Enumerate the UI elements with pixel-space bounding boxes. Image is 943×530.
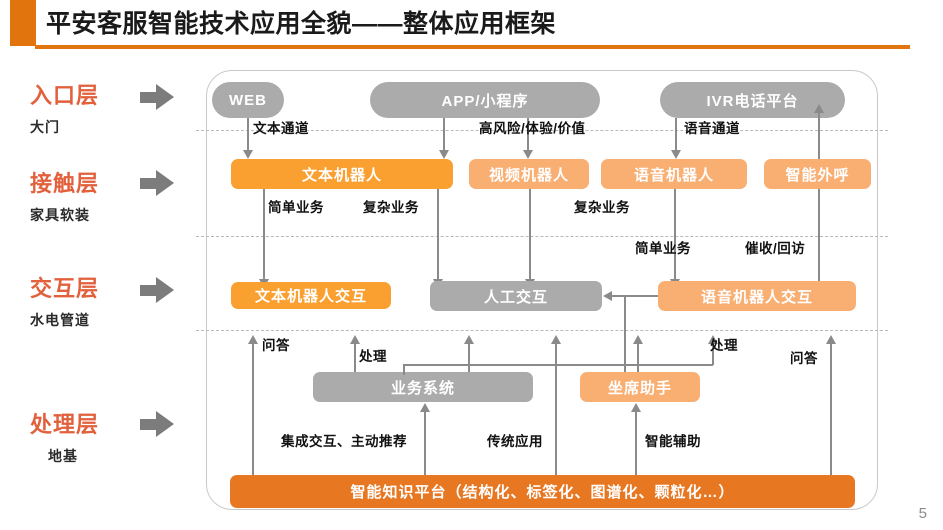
edge-business-voiceinteraction-v	[712, 344, 714, 365]
edge-app-textrobot	[443, 118, 445, 153]
edge-voiceinteraction-human-arrow	[603, 291, 612, 301]
page-number: 5	[918, 505, 927, 522]
edge-voicerobot-voiceinteraction	[674, 189, 676, 282]
divider-contact-interaction	[196, 236, 888, 237]
edge-label-qa-right: 问答	[790, 351, 818, 366]
page-title: 平安客服智能技术应用全貌——整体应用框架	[46, 10, 557, 38]
title-divider-rule	[35, 45, 910, 49]
divider-entry-contact	[196, 130, 888, 131]
edge-knowledge-agentassistant	[635, 411, 637, 475]
arrow-right-icon-interaction	[140, 277, 174, 303]
edge-business-humaninteraction	[468, 344, 470, 372]
node-app[interactable]: APP/小程序	[370, 82, 600, 118]
edge-agentassistant-human-v	[637, 344, 639, 372]
edge-knowledge-business	[424, 411, 426, 475]
layer-entry: 入口层 大门	[30, 78, 190, 137]
title-accent-bar	[10, 0, 36, 46]
edge-business-elbow-v	[403, 365, 405, 375]
edge-knowledge-textinteraction	[252, 344, 254, 475]
layer-interaction: 交互层 水电管道	[30, 271, 190, 330]
edge-knowledge-voiceinteraction	[830, 344, 832, 475]
arrow-right-icon-processing	[140, 411, 174, 437]
edge-voiceinteraction-human-horizontal	[612, 295, 658, 297]
edge-label-qa-left: 问答	[262, 338, 290, 353]
edge-label-smart-assist: 智能辅助	[645, 434, 701, 449]
node-video-robot[interactable]: 视频机器人	[469, 159, 589, 189]
edge-traditional-app-arrow	[551, 335, 561, 344]
edge-label-complex-business-2: 复杂业务	[574, 200, 630, 215]
edge-knowledge-business-arrow	[420, 403, 430, 412]
edge-outbound-ivr	[818, 112, 820, 159]
edge-business-textinteraction-v1	[354, 344, 356, 372]
node-text-robot-interaction[interactable]: 文本机器人交互	[231, 282, 391, 309]
edge-label-simple-business-1: 简单业务	[268, 200, 324, 215]
layer-processing: 处理层 地基	[30, 407, 190, 466]
node-human-interaction[interactable]: 人工交互	[430, 281, 602, 311]
edge-label-integrated-interaction: 集成交互、主动推荐	[281, 434, 407, 449]
edge-app-videorobot	[527, 118, 529, 153]
edge-business-voiceinteraction-arrow	[708, 335, 718, 344]
node-agent-assistant[interactable]: 坐席助手	[580, 372, 700, 402]
node-voice-robot[interactable]: 语音机器人	[601, 159, 747, 189]
edge-knowledge-agentassistant-arrow	[631, 403, 641, 412]
edge-voiceinteraction-outbound	[818, 189, 820, 282]
edge-app-videorobot-arrow	[523, 150, 533, 159]
layer-interaction-sub: 水电管道	[30, 312, 90, 328]
edge-label-handle-right: 处理	[710, 338, 738, 353]
edge-label-text-channel: 文本通道	[253, 121, 309, 136]
node-knowledge-platform[interactable]: 智能知识平台（结构化、标签化、图谱化、颗粒化…）	[230, 475, 855, 508]
layer-contact-sub: 家具软装	[30, 207, 90, 223]
layer-contact: 接触层 家具软装	[30, 166, 190, 225]
edge-app-textrobot-arrow	[439, 150, 449, 159]
node-business-system[interactable]: 业务系统	[313, 372, 533, 402]
edge-textrobot-humaninteraction	[437, 189, 439, 282]
edge-label-handle-left: 处理	[359, 349, 387, 364]
edge-agentassistant-human-arrow	[633, 335, 643, 344]
edge-business-elbow-h	[403, 364, 713, 366]
edge-label-complex-business-1: 复杂业务	[363, 200, 419, 215]
edge-web-textrobot-arrow	[243, 150, 253, 159]
arrow-right-icon-contact	[140, 170, 174, 196]
edge-label-collection-revisit: 催收/回访	[745, 241, 806, 256]
edge-label-high-risk: 高风险/体验/价值	[479, 121, 586, 136]
node-text-robot[interactable]: 文本机器人	[231, 159, 453, 189]
edge-videorobot-humaninteraction	[529, 189, 531, 282]
edge-traditional-app-line	[555, 344, 557, 475]
layer-contact-name: 接触层	[30, 171, 100, 196]
edge-business-humaninteraction-arrow	[464, 335, 474, 344]
edge-label-traditional-app: 传统应用	[487, 434, 543, 449]
edge-label-simple-business-2: 简单业务	[635, 241, 691, 256]
edge-business-textinteraction-arrow	[350, 335, 360, 344]
node-smart-outbound[interactable]: 智能外呼	[764, 159, 871, 189]
layer-interaction-name: 交互层	[30, 276, 100, 301]
layer-processing-name: 处理层	[30, 412, 100, 437]
node-web[interactable]: WEB	[212, 82, 284, 118]
edge-voiceinteraction-human-vertical	[624, 296, 626, 372]
edge-textrobot-textinteraction	[263, 189, 265, 282]
edge-web-textrobot	[247, 118, 249, 153]
edge-label-voice-channel: 语音通道	[684, 121, 740, 136]
layer-entry-name: 入口层	[30, 83, 100, 108]
edge-ivr-voicerobot-arrow	[671, 150, 681, 159]
layer-processing-sub: 地基	[48, 448, 78, 464]
edge-knowledge-voiceinteraction-arrow	[826, 335, 836, 344]
layer-entry-sub: 大门	[30, 119, 60, 135]
divider-interaction-process	[196, 330, 888, 331]
node-voice-robot-interaction[interactable]: 语音机器人交互	[658, 281, 856, 311]
arrow-right-icon-entry	[140, 84, 174, 110]
edge-ivr-voicerobot	[675, 118, 677, 153]
edge-knowledge-textinteraction-arrow	[248, 335, 258, 344]
edge-outbound-ivr-arrow	[814, 104, 824, 113]
